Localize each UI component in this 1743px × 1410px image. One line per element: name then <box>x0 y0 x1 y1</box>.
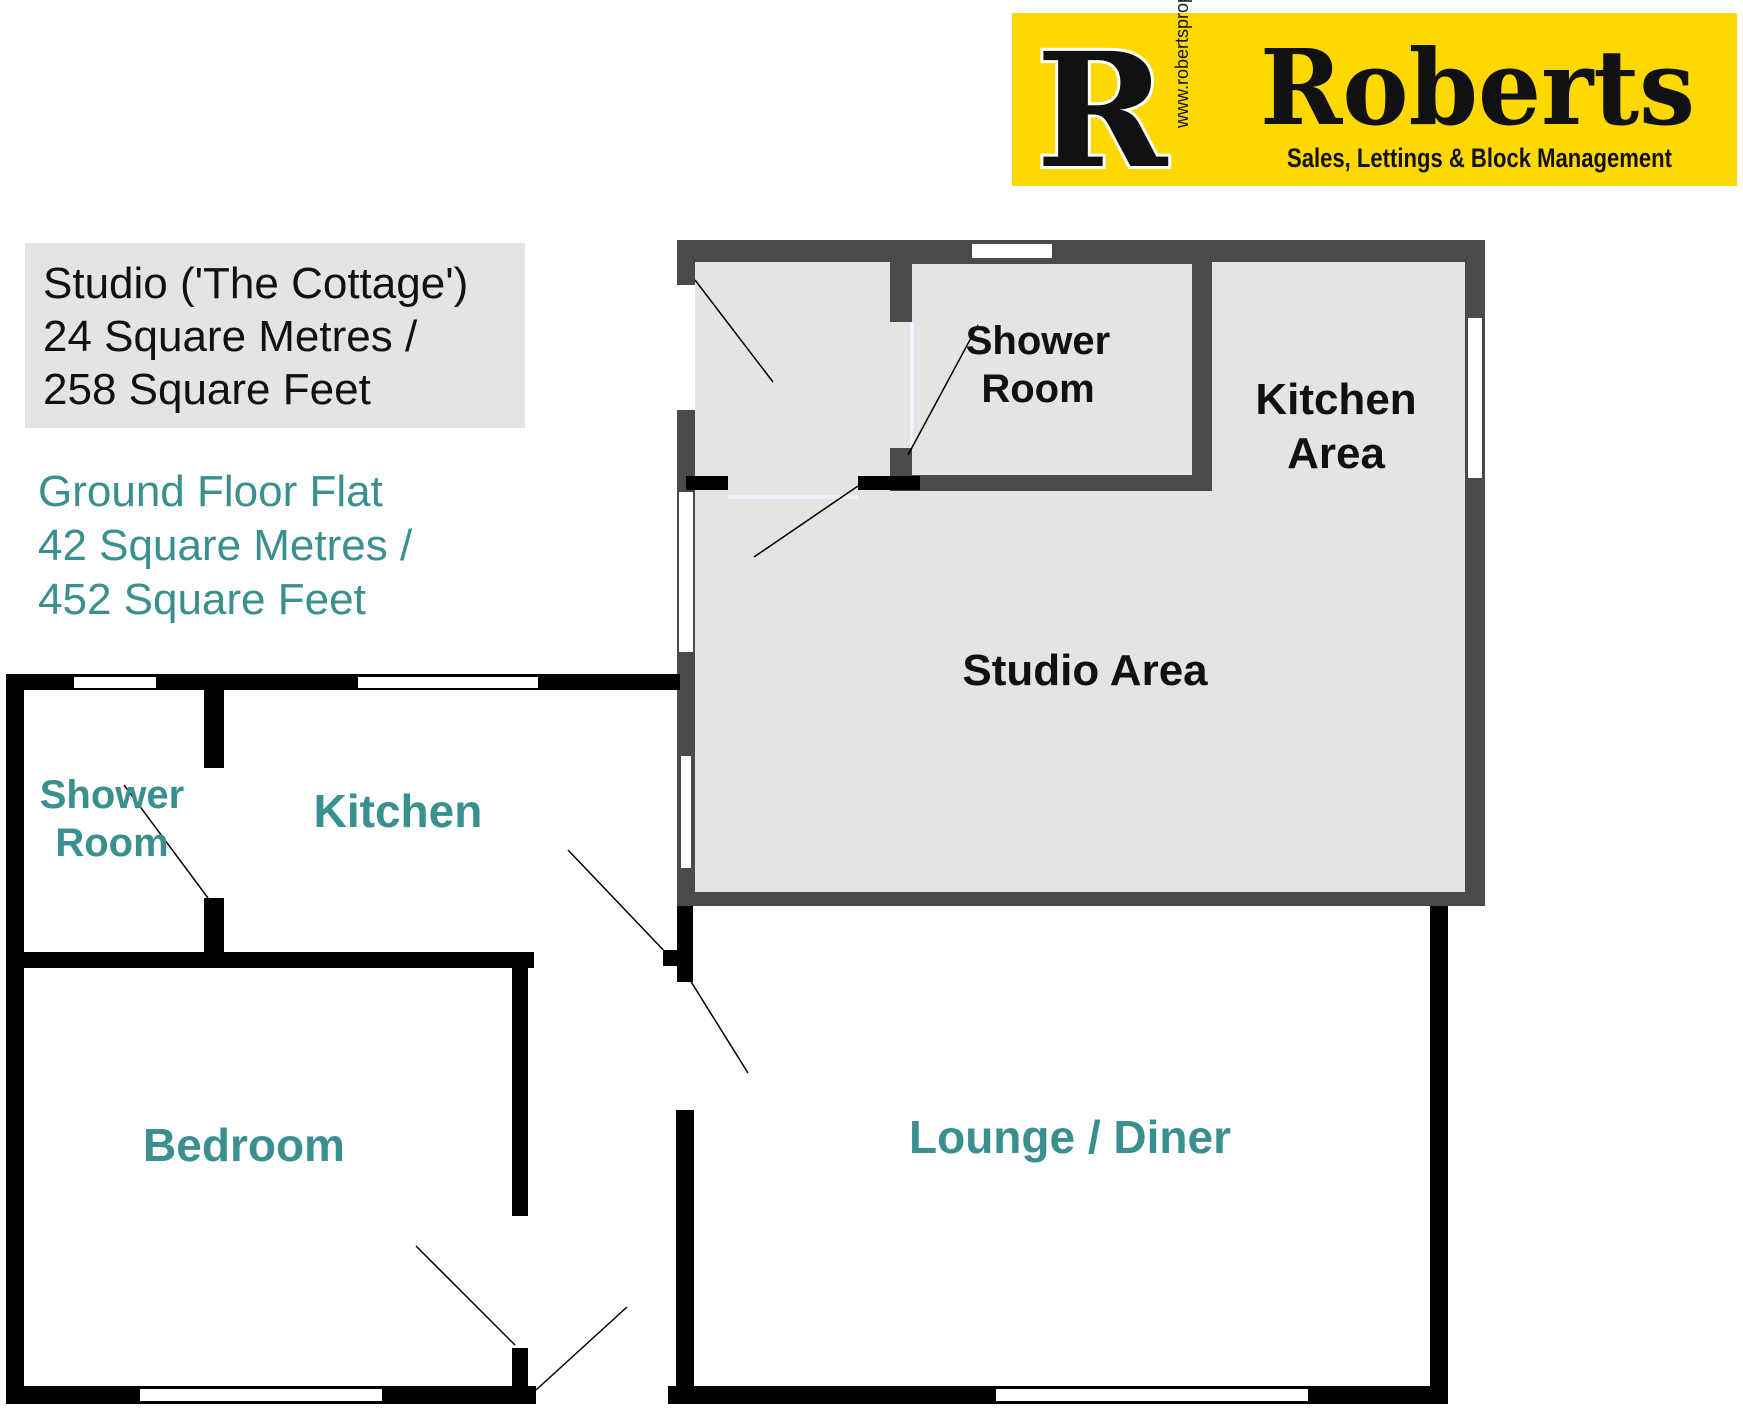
logo-name: Roberts <box>1260 26 1695 149</box>
bedroom-top-wall <box>6 952 534 968</box>
logo-letter: R <box>1036 19 1169 204</box>
studio-door-jamb-right <box>858 476 920 490</box>
studio-kitchen-window <box>1468 318 1482 478</box>
studio-entrance-opening <box>677 285 695 410</box>
flat-shower-room-label-2: Room <box>55 821 168 865</box>
flat-shower-room-label-1: Shower <box>40 773 184 817</box>
info-box-background <box>25 243 525 428</box>
logo-tagline: Sales, Lettings & Block Management <box>1287 143 1672 173</box>
flat-kitchen-window <box>358 677 538 688</box>
studio-floor <box>695 262 1465 892</box>
shower-kitchen-wall-upper <box>204 686 224 768</box>
bedroom-door-swing <box>415 1245 516 1346</box>
studio-title: Studio ('The Cottage') <box>43 259 468 308</box>
entrance-door-swing <box>535 1306 628 1391</box>
flat-area-metres: 42 Square Metres / <box>38 521 413 570</box>
studio-entrance-door-swing <box>694 279 774 383</box>
flat-shower-window <box>74 677 156 688</box>
studio-shower-wall-right <box>1192 262 1212 491</box>
studio-shower-room-label-1: Shower <box>966 319 1110 363</box>
lounge-diner-label: Lounge / Diner <box>909 1111 1231 1163</box>
kitchen-lounge-door-jamb <box>663 950 693 966</box>
logo-url: www.robertsproperty.co.uk <box>1172 0 1192 129</box>
bedroom-right-wall-upper <box>512 952 528 1216</box>
studio-side-window-lower <box>681 756 691 868</box>
studio-shower-wall-bottom <box>890 475 1212 491</box>
studio-shower-wall-left-bottom <box>890 448 912 483</box>
bedroom-label: Bedroom <box>143 1119 345 1171</box>
studio-area-feet: 258 Square Feet <box>43 365 371 414</box>
flat-right-wall <box>1430 906 1448 1404</box>
flat-kitchen-label: Kitchen <box>314 785 483 837</box>
studio-shower-wall-left-top <box>890 262 912 322</box>
studio-shower-wall-top <box>912 262 1212 264</box>
studio-shower-door-swing <box>907 324 979 456</box>
studio-inner-door-swing <box>753 485 859 558</box>
shower-kitchen-wall-lower <box>204 898 224 962</box>
kitchen-lounge-wall-upper <box>677 906 693 982</box>
roberts-logo: R www.robertsproperty.co.uk Roberts Sale… <box>1012 0 1737 207</box>
lounge-door-swing <box>689 979 749 1074</box>
studio-door-jamb-left <box>686 476 728 490</box>
ground-floor-flat: Shower Room Kitchen Bedroom Lounge / Din… <box>6 674 1448 1404</box>
lounge-window <box>996 1389 1308 1401</box>
studio-kitchen-area-label-1: Kitchen <box>1255 375 1416 424</box>
studio-kitchen-area-label-2: Area <box>1287 429 1385 478</box>
bedroom-right-wall-lower <box>512 1348 528 1402</box>
kitchen-door-swing <box>567 849 671 958</box>
studio-shower-room-label-2: Room <box>981 367 1094 411</box>
flat-left-wall <box>6 674 24 1402</box>
flat-title: Ground Floor Flat <box>38 467 383 516</box>
studio-info-box: Studio ('The Cottage') 24 Square Metres … <box>25 243 525 428</box>
logo-background <box>1012 13 1737 186</box>
bedroom-window <box>140 1389 382 1401</box>
flat-shower-door-swing <box>123 784 209 899</box>
studio-shower-window <box>972 244 1052 258</box>
studio-area-metres: 24 Square Metres / <box>43 312 418 361</box>
studio-side-window <box>679 492 693 652</box>
studio-cottage: Shower Room Kitchen Area Studio Area <box>677 240 1485 906</box>
flat-info: Ground Floor Flat 42 Square Metres / 452… <box>38 467 413 624</box>
studio-area-label: Studio Area <box>962 646 1208 695</box>
bedroom-lounge-wall <box>676 1110 694 1404</box>
flat-area-feet: 452 Square Feet <box>38 575 366 624</box>
